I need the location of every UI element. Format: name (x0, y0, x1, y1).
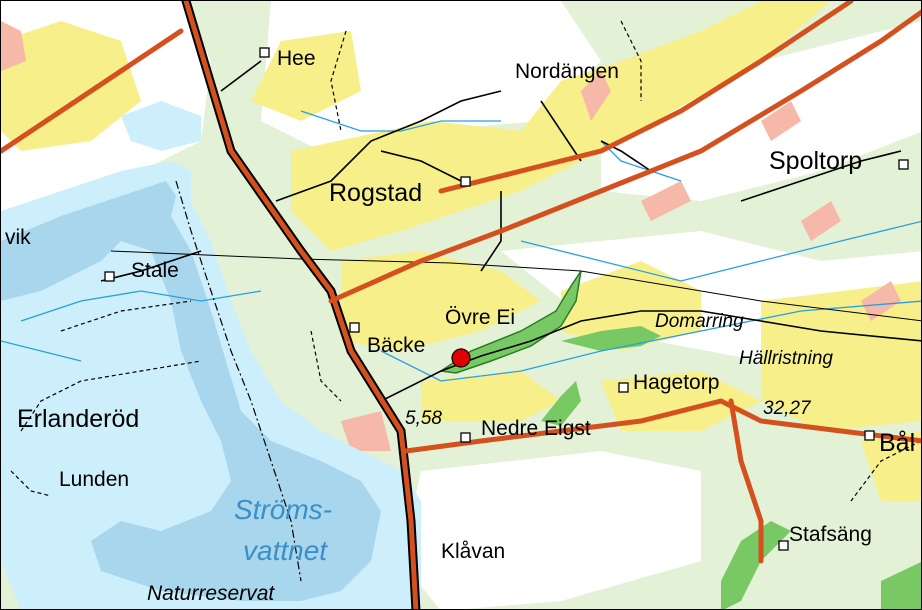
reserve-patch-3 (721, 521, 791, 609)
field-1 (251, 31, 361, 121)
label-stromsvattnet-line1: Ströms- (234, 494, 332, 525)
label-nordangen: Nordängen (515, 60, 619, 83)
field-10 (421, 371, 561, 421)
label-hallristning: Hällristning (739, 348, 833, 369)
label-elevation-558: 5,58 (405, 408, 442, 429)
label-rogstad: Rogstad (329, 179, 423, 207)
label-hagetorp: Hagetorp (633, 371, 720, 394)
field-7 (761, 281, 921, 431)
label-backe: Bäcke (367, 334, 426, 357)
label-domarring: Domarring (655, 311, 744, 332)
field-3 (1, 21, 141, 151)
cliff-1 (1, 21, 26, 71)
reserve-patch-5 (881, 561, 921, 609)
label-hee: Hee (277, 47, 316, 70)
field-2 (291, 1, 831, 251)
reserve-patch-2 (561, 326, 661, 351)
reserve-boundary (175, 180, 302, 582)
powerline (110, 250, 921, 322)
label-stafsang: Stafsäng (789, 523, 872, 546)
label-klavan: Klåvan (441, 540, 506, 563)
paths (10, 20, 921, 502)
label-naturreservat: Naturreservat (147, 582, 275, 605)
label-elevation-3227: 32,27 (763, 398, 811, 419)
cliff-2 (581, 71, 611, 121)
site-marker[interactable] (451, 348, 471, 368)
field-5 (561, 261, 701, 351)
buildings (104, 47, 909, 551)
label-spoltorp: Spoltorp (769, 147, 863, 175)
pond-north (121, 101, 201, 151)
field-6 (601, 371, 761, 431)
lake-deep (1, 181, 381, 601)
cliff-4 (641, 181, 691, 221)
cliff-5 (861, 281, 901, 321)
label-stale: Stale (131, 259, 179, 282)
label-nedre-eigst: Nedre Eigst (481, 417, 591, 440)
open-land-south (401, 451, 701, 609)
cliff-3 (761, 101, 801, 141)
streams (1, 110, 921, 382)
label-stromsvattnet-line2: vattnet (243, 535, 328, 566)
reserve-patch-4 (541, 381, 581, 426)
cliff-7 (801, 201, 841, 241)
label-vik: vik (5, 226, 31, 249)
label-erlanderod: Erlanderöd (17, 405, 140, 433)
label-bal: Bål (879, 429, 916, 457)
cliff-6 (341, 411, 391, 451)
label-lunden: Lunden (59, 468, 130, 491)
lake-inlet (1, 241, 121, 301)
label-ovre-eigst: Övre Ei (445, 306, 516, 329)
